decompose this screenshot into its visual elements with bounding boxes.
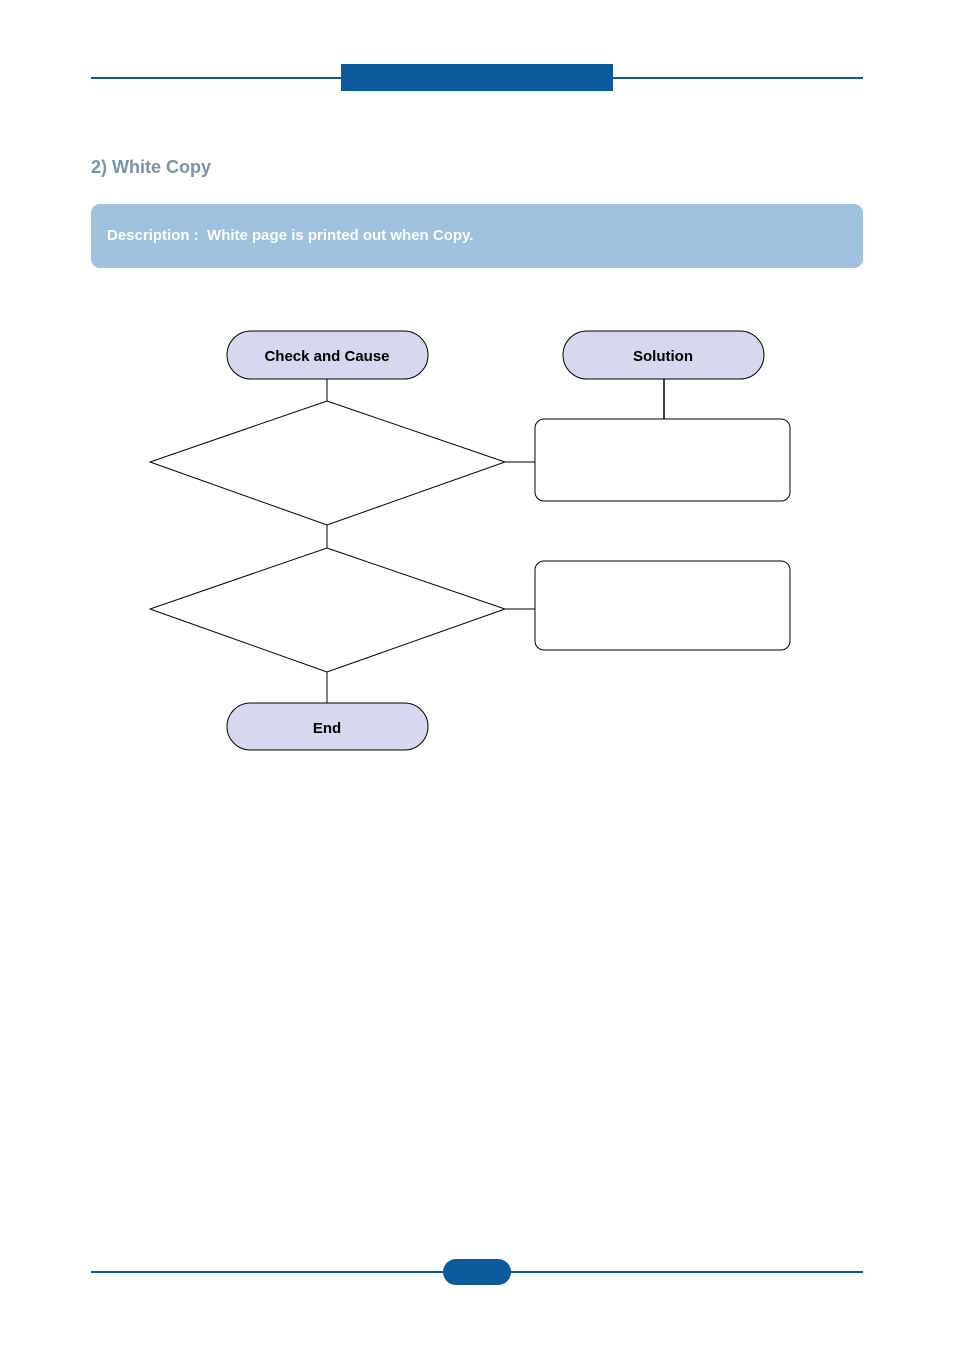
header-rule-right xyxy=(613,77,863,79)
page-number-badge xyxy=(443,1259,511,1285)
description-box: Description : White page is printed out … xyxy=(91,204,863,268)
description-content: White page is printed out when Copy. xyxy=(207,227,474,244)
decision-diamond-1 xyxy=(148,400,507,526)
header-bar xyxy=(341,64,613,91)
check-and-cause-label: Check and Cause xyxy=(264,348,389,365)
description-text: Description : White page is printed out … xyxy=(107,227,473,244)
description-label: Description : xyxy=(107,227,199,244)
header-rule-left xyxy=(91,77,341,79)
end-label: End xyxy=(313,720,341,737)
solution-box-1 xyxy=(534,418,791,502)
section-title: 2) White Copy xyxy=(91,157,211,177)
end-terminal: End xyxy=(226,702,429,751)
solution-terminal: Solution xyxy=(562,330,765,380)
check-and-cause-terminal: Check and Cause xyxy=(226,330,429,380)
decision-diamond-2 xyxy=(148,547,507,673)
solution-label: Solution xyxy=(633,348,693,365)
solution-box-2 xyxy=(534,560,791,651)
